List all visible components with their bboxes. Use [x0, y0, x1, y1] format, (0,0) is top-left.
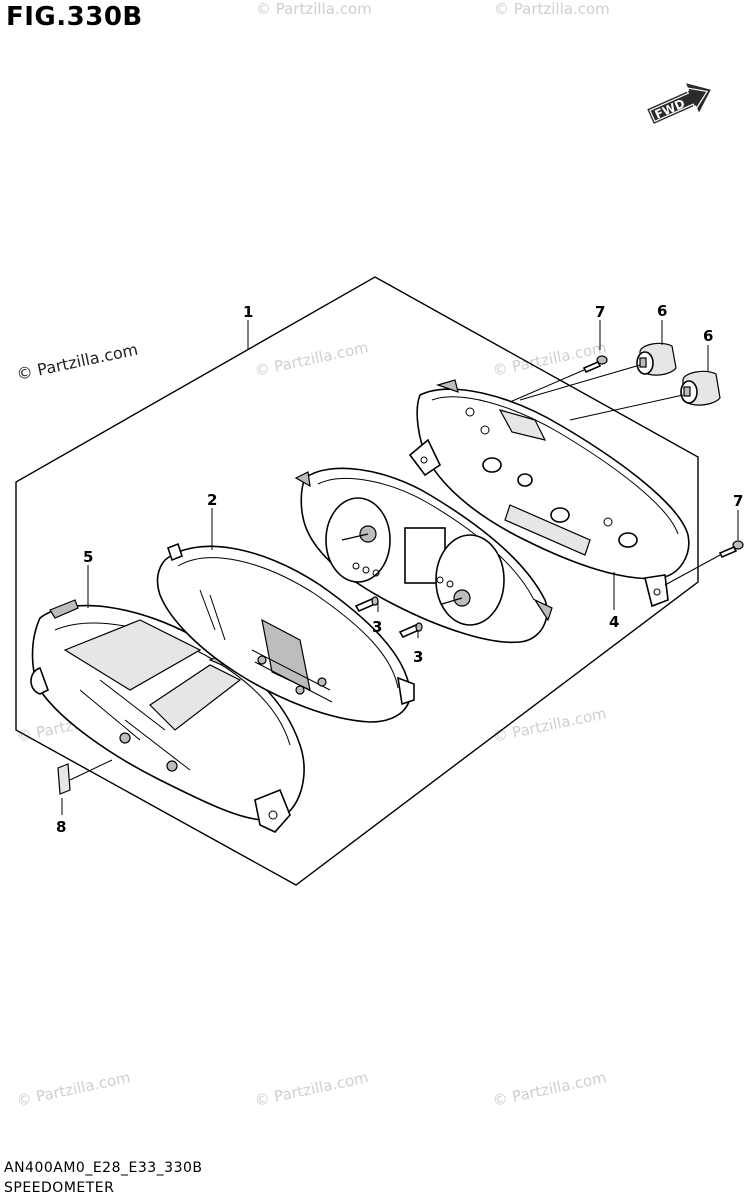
watermark: © Partzilla.com [15, 1068, 132, 1110]
callout-1: 1 [243, 303, 253, 321]
callouts: 1 2 3 3 4 5 6 6 7 7 8 [56, 302, 743, 836]
watermark: © Partzilla.com [253, 338, 370, 380]
callout-3: 3 [372, 618, 382, 636]
callout-5: 5 [83, 548, 93, 566]
bulb-part [354, 596, 379, 613]
watermark: © Partzilla.com [253, 1068, 370, 1110]
diagram-name: SPEEDOMETER [4, 1180, 115, 1196]
pad-part [57, 763, 71, 795]
watermark-primary: © Partzilla.com [15, 340, 140, 384]
bulb-part [398, 622, 423, 639]
figure-title: FIG.330B [6, 2, 143, 32]
watermark: © Partzilla.com [494, 0, 610, 18]
callout-7: 7 [733, 492, 743, 510]
callout-2: 2 [207, 491, 217, 509]
callout-8: 8 [56, 818, 66, 836]
callout-6: 6 [657, 302, 667, 320]
callout-6: 6 [703, 327, 713, 345]
screw-part [582, 355, 608, 374]
leader-lines [61, 320, 739, 815]
damper-part [636, 342, 677, 376]
fwd-direction-badge: FWD [647, 83, 711, 124]
diagram-code: AN400AM0_E28_E33_330B [4, 1160, 203, 1176]
callout-3: 3 [413, 648, 423, 666]
screw-part [718, 540, 744, 559]
assembly-outline [15, 276, 699, 886]
front-cover-part [30, 599, 305, 833]
damper-part [680, 370, 721, 406]
watermark-layer: © Partzilla.com © Partzilla.com © Partzi… [15, 0, 610, 1110]
callout-4: 4 [609, 613, 619, 631]
rear-case-part [408, 379, 690, 608]
meter-body-part [294, 467, 553, 644]
callout-7: 7 [595, 303, 605, 321]
watermark: © Partzilla.com [491, 1068, 608, 1110]
gasket-frame-part [156, 542, 415, 723]
watermark: © Partzilla.com [256, 0, 372, 18]
